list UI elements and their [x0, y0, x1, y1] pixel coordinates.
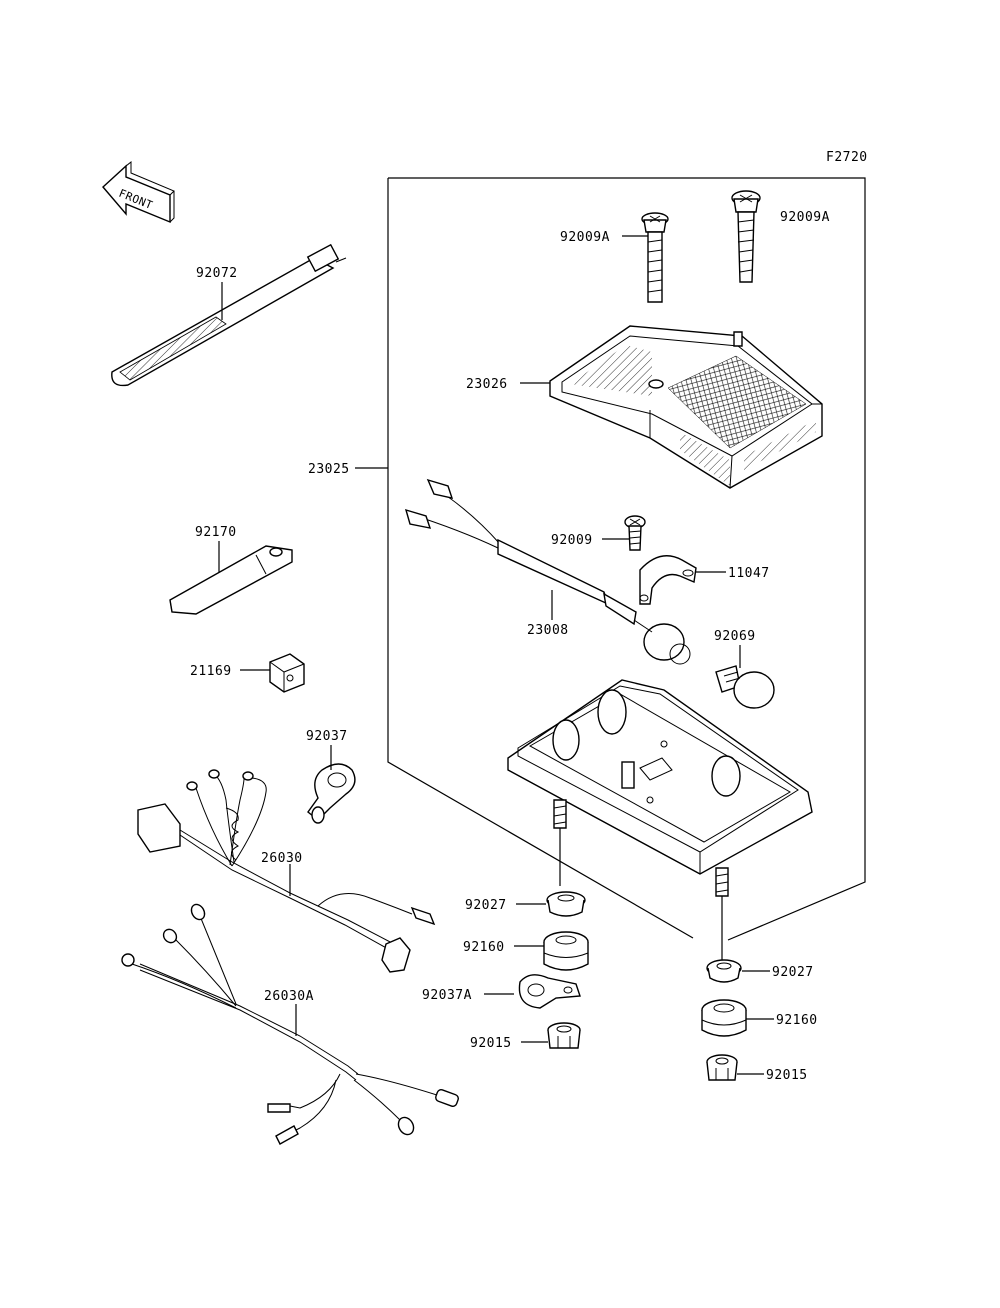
- screw-92009A-left-part: [641, 212, 669, 303]
- bulb-92069-part: [715, 665, 775, 709]
- screw-92009-part: [624, 515, 646, 551]
- assembly-bracket: [387, 177, 866, 941]
- clip-nut-part: [269, 653, 305, 693]
- label-92069: 92069: [714, 629, 756, 644]
- label-92009: 92009: [551, 533, 593, 548]
- grommet-92027-left-part: [546, 891, 586, 917]
- grommet-92160-right-part: [701, 999, 747, 1037]
- front-arrow-icon: FRONT: [102, 160, 175, 224]
- label-92027-right: 92027: [772, 965, 814, 980]
- harness-26030-part: [137, 769, 436, 973]
- taillight-housing-part: [507, 679, 813, 897]
- label-92027-left: 92027: [465, 898, 507, 913]
- label-92015-right: 92015: [766, 1068, 808, 1083]
- nut-92015-left-part: [547, 1022, 581, 1049]
- clamp-part: [307, 763, 356, 824]
- bracket-11047-part: [639, 555, 697, 605]
- cable-tie-part: [111, 243, 347, 387]
- grommet-92160-left-part: [543, 931, 589, 971]
- label-92009A-left: 92009A: [560, 230, 610, 245]
- clamp-92037A-part: [518, 974, 581, 1009]
- label-26030: 26030: [261, 851, 303, 866]
- harness-26030A-part: [121, 903, 459, 1145]
- label-92160-right: 92160: [776, 1013, 818, 1028]
- figure-code: F2720: [826, 150, 868, 165]
- socket-23008-part: [404, 478, 691, 665]
- grommet-92027-right-part: [706, 959, 742, 983]
- taillight-lens-part: [549, 325, 823, 489]
- label-92170: 92170: [195, 525, 237, 540]
- nut-92015-right-part: [706, 1054, 738, 1081]
- label-92037A: 92037A: [422, 988, 472, 1003]
- label-23025: 23025: [308, 462, 350, 477]
- label-92009A-right: 92009A: [780, 210, 830, 225]
- label-23008: 23008: [527, 623, 569, 638]
- label-26030A: 26030A: [264, 989, 314, 1004]
- label-92037: 92037: [306, 729, 348, 744]
- label-92015-left: 92015: [470, 1036, 512, 1051]
- label-21169: 21169: [190, 664, 232, 679]
- label-92160-left: 92160: [463, 940, 505, 955]
- label-92072: 92072: [196, 266, 238, 281]
- label-23026: 23026: [466, 377, 508, 392]
- screw-92009A-right-part: [731, 190, 761, 283]
- ground-strap-part: [169, 545, 293, 615]
- label-11047: 11047: [728, 566, 770, 581]
